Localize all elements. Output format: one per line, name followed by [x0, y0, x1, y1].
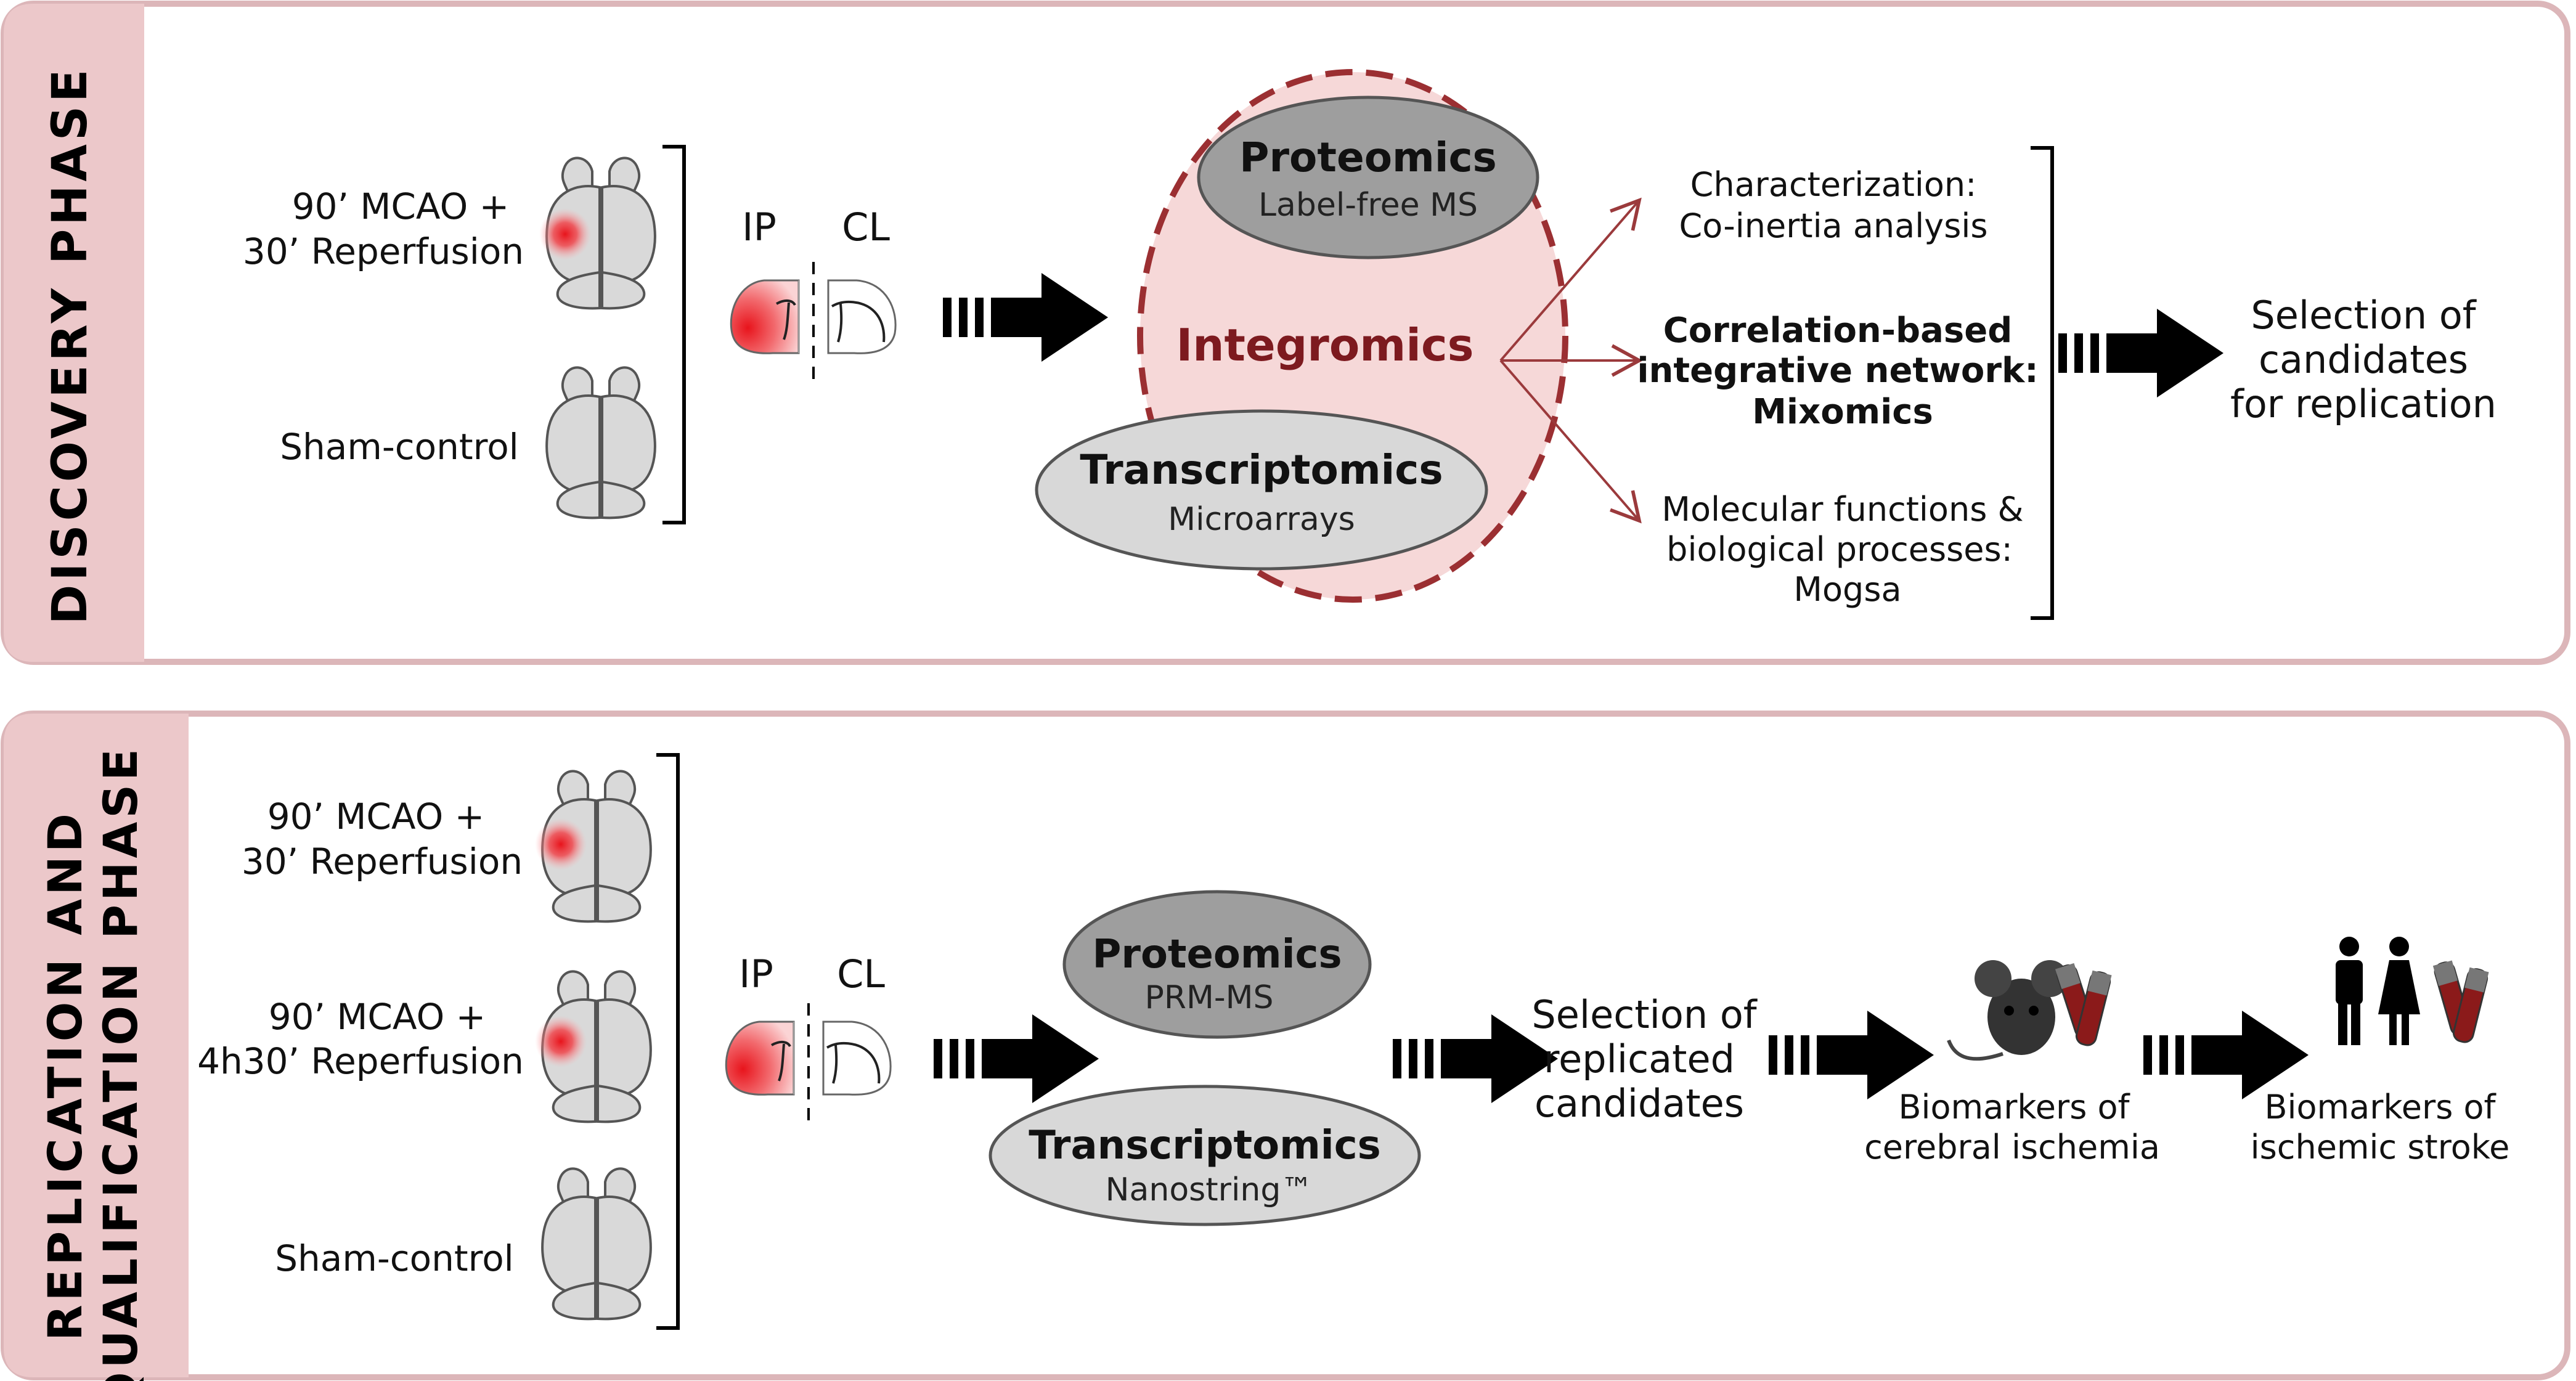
- woman-icon: [2378, 937, 2420, 1045]
- analysis-molecular-functions: Molecular functions &: [1661, 490, 2023, 529]
- analysis-coinertia: Co-inertia analysis: [1679, 206, 1988, 245]
- proteomics-title: Proteomics: [1092, 932, 1342, 977]
- analysis-correlation: Correlation-based: [1663, 311, 2013, 351]
- analysis-characterization: Characterization:: [1690, 165, 1977, 204]
- biomarkers-cerebral-line-2: cerebral ischemia: [1864, 1128, 2160, 1167]
- mouse-icon: [1947, 960, 2068, 1061]
- replication-label-band: [4, 714, 189, 1377]
- selection-line-2: candidates: [2259, 337, 2468, 382]
- analysis-bracket: [2031, 146, 2054, 620]
- replication-phase-label-2: QUALIFICATION PHASE: [93, 745, 148, 1381]
- transcriptomics-method: Nanostring™: [1106, 1171, 1313, 1208]
- brain-icon: [539, 157, 656, 310]
- proteomics-ellipse: Proteomics Label-free MS: [1197, 96, 1539, 259]
- analysis-integrative-network: integrative network:: [1637, 351, 2038, 391]
- biomarkers-cerebral-line-1: Biomarkers of: [1898, 1088, 2130, 1126]
- brain-icon: [535, 770, 652, 923]
- proteomics-method: Label-free MS: [1258, 187, 1478, 224]
- discovery-condition-sham: Sham-control: [280, 426, 519, 468]
- analysis-connectors: [1499, 197, 1643, 524]
- transcriptomics-title: Transcriptomics: [1029, 1123, 1381, 1168]
- biomarkers-stroke-line-2: ischemic stroke: [2251, 1128, 2510, 1167]
- replicated-selection-line-3: candidates: [1535, 1081, 1744, 1126]
- replication-condition-1a: 90’ MCAO +: [267, 796, 485, 837]
- discovery-condition-reperfusion: 30’ Reperfusion: [243, 230, 524, 272]
- man-icon: [2336, 937, 2363, 1045]
- discovery-phase-label: DISCOVERY PHASE: [43, 66, 98, 625]
- selection-line-1: Selection of: [2251, 293, 2477, 338]
- grouping-bracket: [656, 753, 680, 1330]
- biomarkers-stroke-line-1: Biomarkers of: [2264, 1088, 2497, 1126]
- ip-label: IP: [739, 951, 773, 996]
- cl-label: CL: [842, 205, 890, 250]
- discovery-condition-mcao: 90’ MCAO +: [292, 185, 510, 227]
- cl-label: CL: [837, 951, 885, 996]
- transcriptomics-title: Transcriptomics: [1080, 446, 1443, 494]
- selection-line-3: for replication: [2230, 381, 2497, 426]
- analysis-biological-processes: biological processes:: [1666, 530, 2013, 569]
- proteomics-ellipse: Proteomics PRM-MS: [1062, 890, 1372, 1039]
- brain-icon: [535, 970, 652, 1123]
- blood-tubes-icon: [2055, 963, 2112, 1046]
- replicated-selection-line-1: Selection of: [1531, 992, 1758, 1037]
- proteomics-method: PRM-MS: [1145, 979, 1274, 1016]
- transcriptomics-ellipse: Transcriptomics Microarrays: [1035, 409, 1488, 571]
- ip-label: IP: [742, 205, 776, 250]
- replication-condition-sham: Sham-control: [275, 1237, 514, 1279]
- analysis-mogsa: Mogsa: [1793, 570, 1901, 609]
- replication-condition-2b: 4h30’ Reperfusion: [197, 1040, 524, 1082]
- blood-tubes-icon: [2432, 960, 2489, 1043]
- analysis-mixomics: Mixomics: [1752, 392, 1933, 432]
- replicated-selection-line-2: replicated: [1544, 1037, 1735, 1082]
- transcriptomics-method: Microarrays: [1168, 501, 1355, 538]
- replication-condition-2a: 90’ MCAO +: [269, 996, 486, 1038]
- transcriptomics-ellipse: Transcriptomics Nanostring™: [988, 1085, 1421, 1226]
- integromics-label: Integromics: [1176, 319, 1473, 371]
- discovery-label-band: [4, 4, 144, 662]
- grouping-bracket: [662, 145, 686, 524]
- replication-condition-1b: 30’ Reperfusion: [242, 841, 523, 882]
- proteomics-title: Proteomics: [1239, 134, 1497, 181]
- replication-phase-label-1: REPLICATION AND: [38, 810, 92, 1341]
